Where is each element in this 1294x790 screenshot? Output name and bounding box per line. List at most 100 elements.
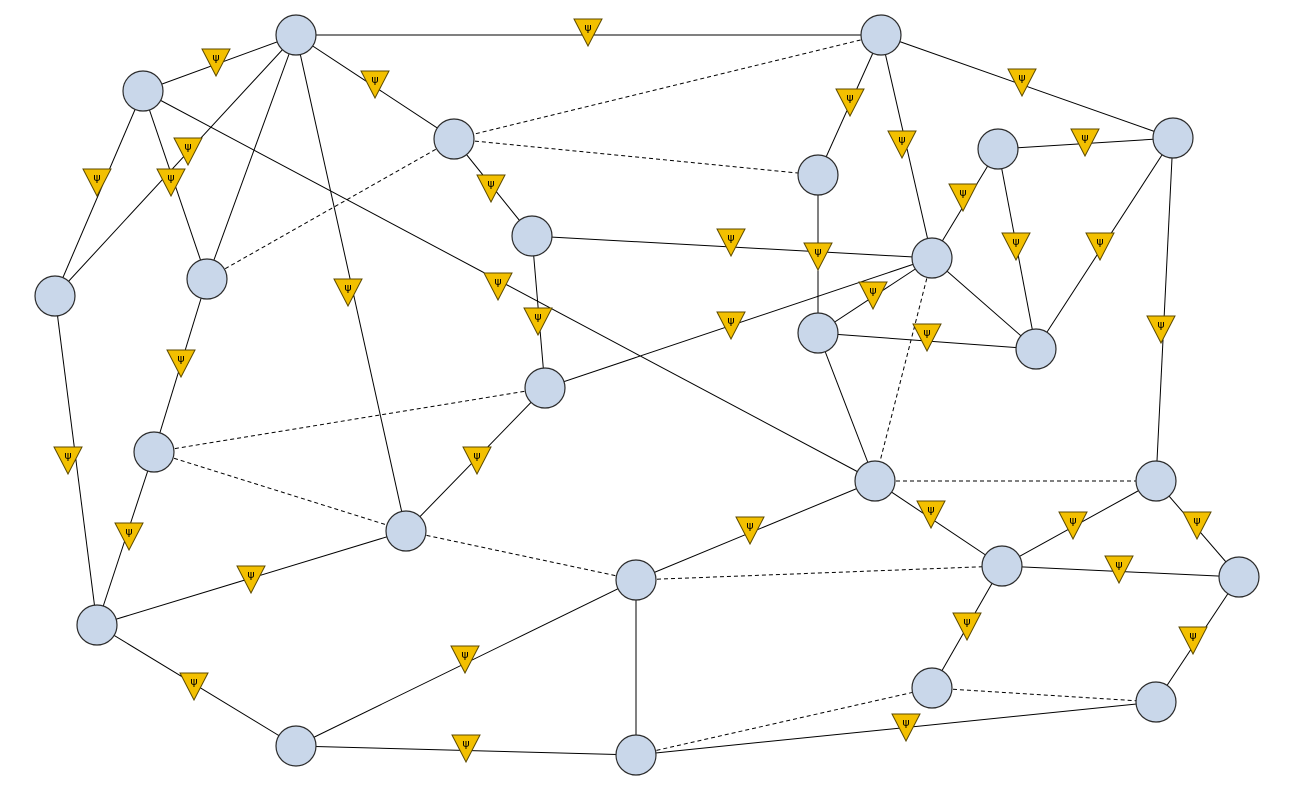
repeater-symbol: ψ [1157,318,1164,331]
repeater-icon-19: ψ [523,307,553,337]
network-node-14 [133,431,175,473]
repeater-symbol: ψ [923,326,930,339]
repeater-icon-18: ψ [716,311,746,341]
repeater-icon-35: ψ [450,645,480,675]
repeater-icon-9: ψ [476,174,506,204]
repeater-icon-7: ψ [835,88,865,118]
network-node-16 [1135,460,1177,502]
repeater-icon-14: ψ [716,228,746,258]
repeater-icon-22: ψ [166,349,196,379]
network-node-20 [615,559,657,601]
repeater-icon-17: ψ [912,323,942,353]
repeater-symbol: ψ [846,91,853,104]
repeater-symbol: ψ [247,568,254,581]
repeater-icon-3: ψ [1007,68,1037,98]
repeater-icon-37: ψ [451,734,481,764]
repeater-icon-5: ψ [156,168,186,198]
network-node-25 [615,734,657,776]
repeater-symbol: ψ [344,281,351,294]
edges-layer [54,34,1240,756]
repeater-symbol: ψ [1189,629,1196,642]
repeater-symbol: ψ [959,186,966,199]
repeater-icon-31: ψ [1182,511,1212,541]
repeater-icon-29: ψ [916,500,946,530]
dashed-link-2 [206,138,455,280]
network-node-1 [122,70,164,112]
repeater-icon-12: ψ [1001,232,1031,262]
repeater-icon-34: ψ [1178,626,1208,656]
solid-link-27 [54,295,98,626]
network-node-17 [385,510,427,552]
network-node-13 [524,367,566,409]
network-node-22 [911,667,953,709]
repeater-icon-38: ψ [891,713,921,743]
repeater-symbol: ψ [190,675,197,688]
repeater-icon-26: ψ [114,522,144,552]
network-node-0 [275,14,317,56]
network-node-5 [433,118,475,160]
dashed-link-10 [635,687,933,756]
repeater-symbol: ψ [727,314,734,327]
repeater-symbol: ψ [927,503,934,516]
repeater-icon-10: ψ [948,183,978,213]
dashed-link-4 [153,451,407,532]
solid-link-8 [142,90,876,482]
repeater-symbol: ψ [584,21,591,34]
repeater-symbol: ψ [814,245,821,258]
network-node-10 [34,275,76,317]
repeater-symbol: ψ [1081,131,1088,144]
network-node-4 [977,128,1019,170]
repeater-icon-8: ψ [887,130,917,160]
repeater-icon-11: ψ [1070,128,1100,158]
dashed-link-3 [153,387,546,453]
repeater-icon-15: ψ [803,242,833,272]
network-node-11 [797,312,839,354]
repeater-symbol: ψ [1115,558,1122,571]
repeater-symbol: ψ [1193,514,1200,527]
repeater-symbol: ψ [963,615,970,628]
repeater-symbol: ψ [473,449,480,462]
repeater-symbol: ψ [487,177,494,190]
repeater-icon-4: ψ [173,137,203,167]
repeater-symbol: ψ [93,171,100,184]
dashed-link-1 [453,138,819,176]
network-node-7 [511,215,553,257]
dashed-link-5 [405,530,637,581]
dashed-link-8 [874,257,933,482]
repeater-icon-0: ψ [201,48,231,78]
repeater-icon-33: ψ [952,612,982,642]
repeater-symbol: ψ [64,449,71,462]
repeater-icon-2: ψ [573,18,603,48]
network-node-3 [1152,117,1194,159]
repeater-icon-1: ψ [360,70,390,100]
repeater-icon-27: ψ [236,565,266,595]
repeater-symbol: ψ [898,133,905,146]
solid-link-3 [206,34,297,280]
repeater-icon-36: ψ [179,672,209,702]
repeater-icon-32: ψ [1104,555,1134,585]
network-node-9 [186,258,228,300]
solid-link-25 [817,332,876,482]
solid-link-22 [931,257,1037,350]
repeater-symbol: ψ [1018,71,1025,84]
repeater-icon-25: ψ [462,446,492,476]
repeater-symbol: ψ [461,648,468,661]
repeater-symbol: ψ [212,51,219,64]
repeater-icon-28: ψ [735,516,765,546]
solid-link-4 [54,34,297,297]
repeater-icon-20: ψ [483,272,513,302]
repeater-symbol: ψ [1069,514,1076,527]
repeater-symbol: ψ [462,737,469,750]
repeater-symbol: ψ [177,352,184,365]
dashed-link-9 [931,687,1157,703]
network-node-2 [860,14,902,56]
repeater-icon-24: ψ [1146,315,1176,345]
network-node-15 [854,460,896,502]
network-node-19 [1218,556,1260,598]
repeater-icon-23: ψ [53,446,83,476]
repeater-symbol: ψ [902,716,909,729]
repeater-symbol: ψ [746,519,753,532]
network-node-12 [1015,328,1057,370]
